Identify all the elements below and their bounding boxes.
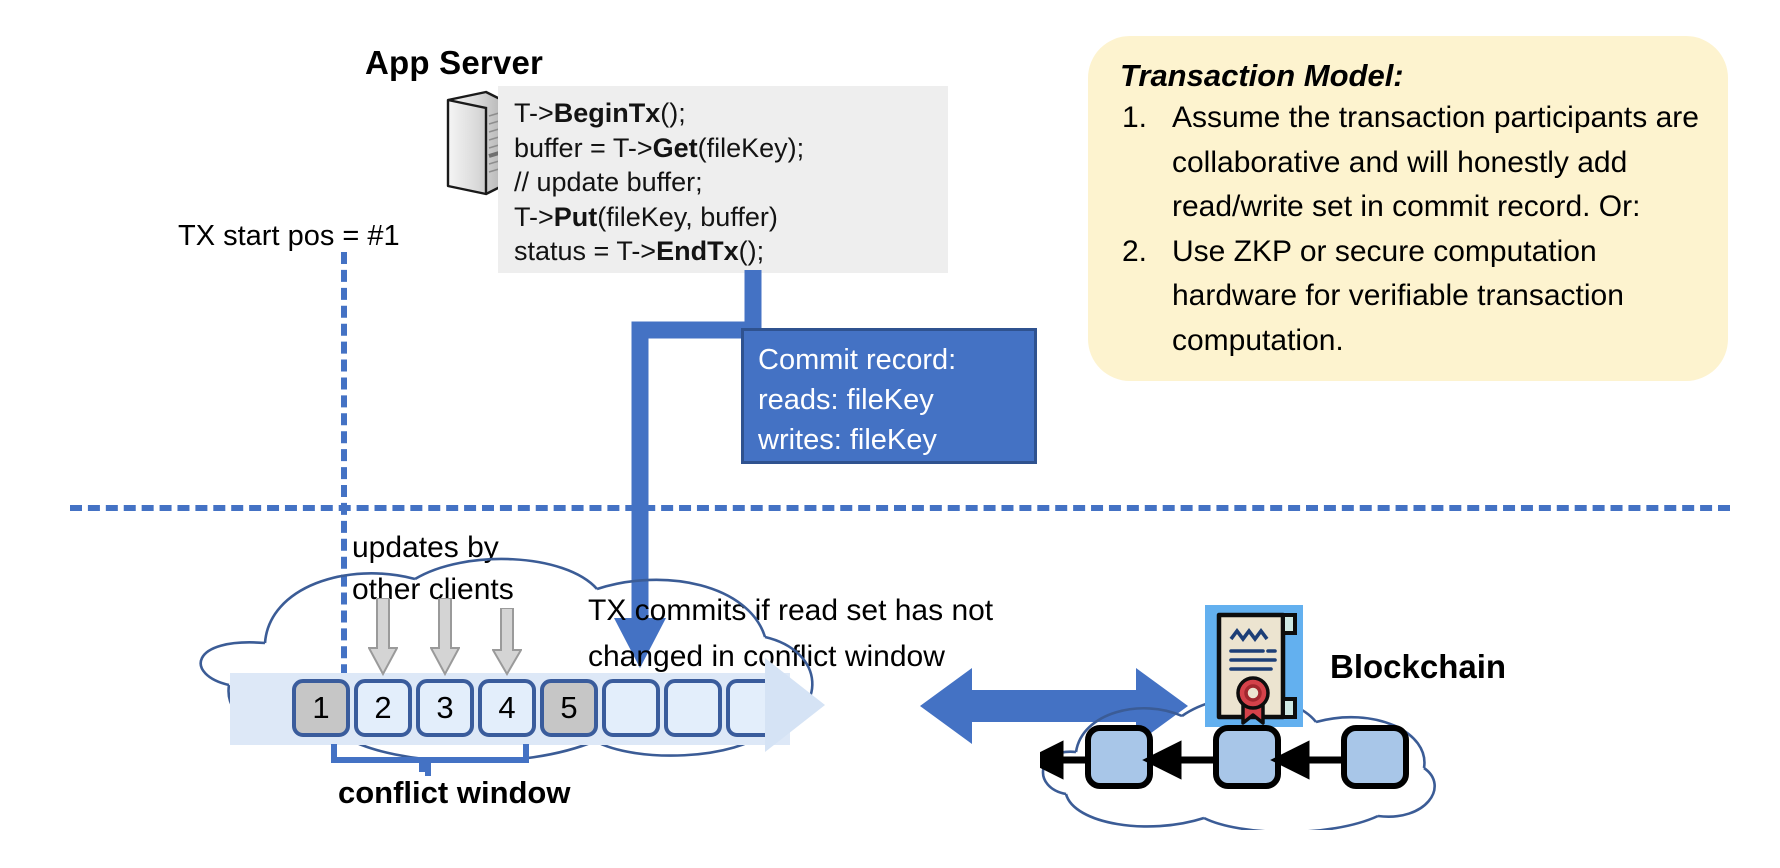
log-entry-box[interactable]: 3 [416,679,474,737]
transaction-model-list: 1. Assume the transaction participants a… [1120,96,1702,363]
log-entry-box[interactable]: 1 [292,679,350,737]
code-snippet-block: T->BeginTx(); buffer = T->Get(fileKey); … [498,86,948,273]
tx-start-dashed-line [341,252,347,730]
update-arrow-icon [491,607,523,686]
log-entry-box[interactable] [664,679,722,737]
list-item-text: Use ZKP or secure computation hardware f… [1172,234,1624,357]
blockchain-chain-blocks [1024,720,1450,805]
commit-record-title: Commit record: [758,344,957,376]
update-arrow-icon [429,597,461,677]
commit-record-box: Commit record: reads: fileKey writes: fi… [741,328,1037,464]
update-arrow-icon [367,597,399,677]
code-line-3: // update buffer; [514,167,703,197]
code-line-4: T->Put(fileKey, buffer) [514,201,778,232]
code-line-5: status = T->EndTx(); [514,236,765,266]
transaction-model-title: Transaction Model: [1120,58,1404,93]
conflict-window-bracket [330,742,530,778]
conflict-window-label: conflict window [338,775,571,810]
log-entry-box[interactable]: 5 [540,679,598,737]
tx-start-pos-label: TX start pos = #1 [178,220,400,252]
app-server-title: App Server [365,44,544,81]
log-continuation-arrow [765,650,835,760]
list-item: 2. Use ZKP or secure computation hardwar… [1120,230,1702,364]
list-item-number: 1. [1122,101,1148,134]
code-line-1: T->BeginTx(); [514,98,686,128]
log-entry-box[interactable] [602,679,660,737]
list-item: 1. Assume the transaction participants a… [1120,96,1702,230]
list-item-number: 2. [1122,234,1148,268]
blockchain-label: Blockchain [1330,648,1507,685]
commit-record-reads: reads: fileKey [758,384,934,416]
updates-by-other-clients-label: updates by other clients [352,531,514,606]
layer-divider-dashed-line [70,505,1730,511]
transaction-model-callout: Transaction Model: 1. Assume the transac… [1088,36,1728,381]
log-entry-box[interactable]: 2 [354,679,412,737]
list-item-text: Assume the transaction participants are … [1172,101,1699,223]
commit-flow-arrow [540,270,800,690]
certificate-seal-icon [1205,605,1303,727]
log-entry-box[interactable]: 4 [478,679,536,737]
sync-double-arrow [920,660,1188,752]
code-line-2: buffer = T->Get(fileKey); [514,132,805,163]
commit-record-writes: writes: fileKey [758,424,937,456]
